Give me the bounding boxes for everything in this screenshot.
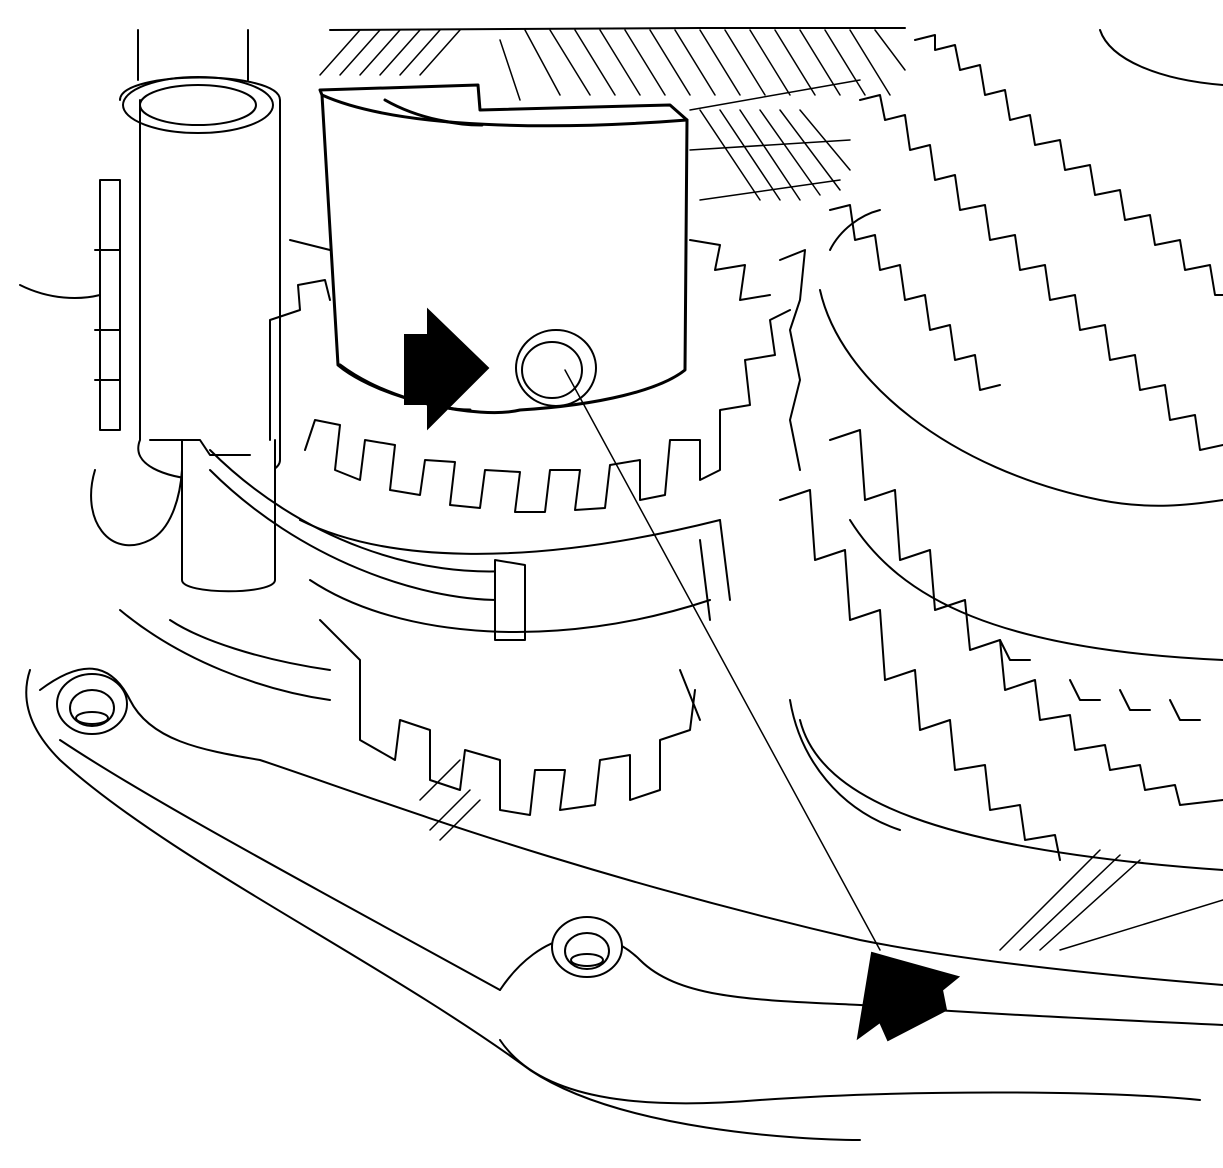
- installer-tool: [318, 83, 689, 415]
- right-gear-stack: [779, 29, 1223, 951]
- background-gear-teeth: [319, 27, 906, 201]
- shift-fork: [119, 449, 526, 701]
- case-flange: [25, 619, 1223, 1141]
- pointer-arrow-upper: [404, 307, 490, 431]
- leader-line: [564, 369, 881, 951]
- pointer-arrow-lower: [856, 951, 961, 1042]
- shift-rail: [19, 29, 281, 593]
- central-gear: [269, 239, 791, 816]
